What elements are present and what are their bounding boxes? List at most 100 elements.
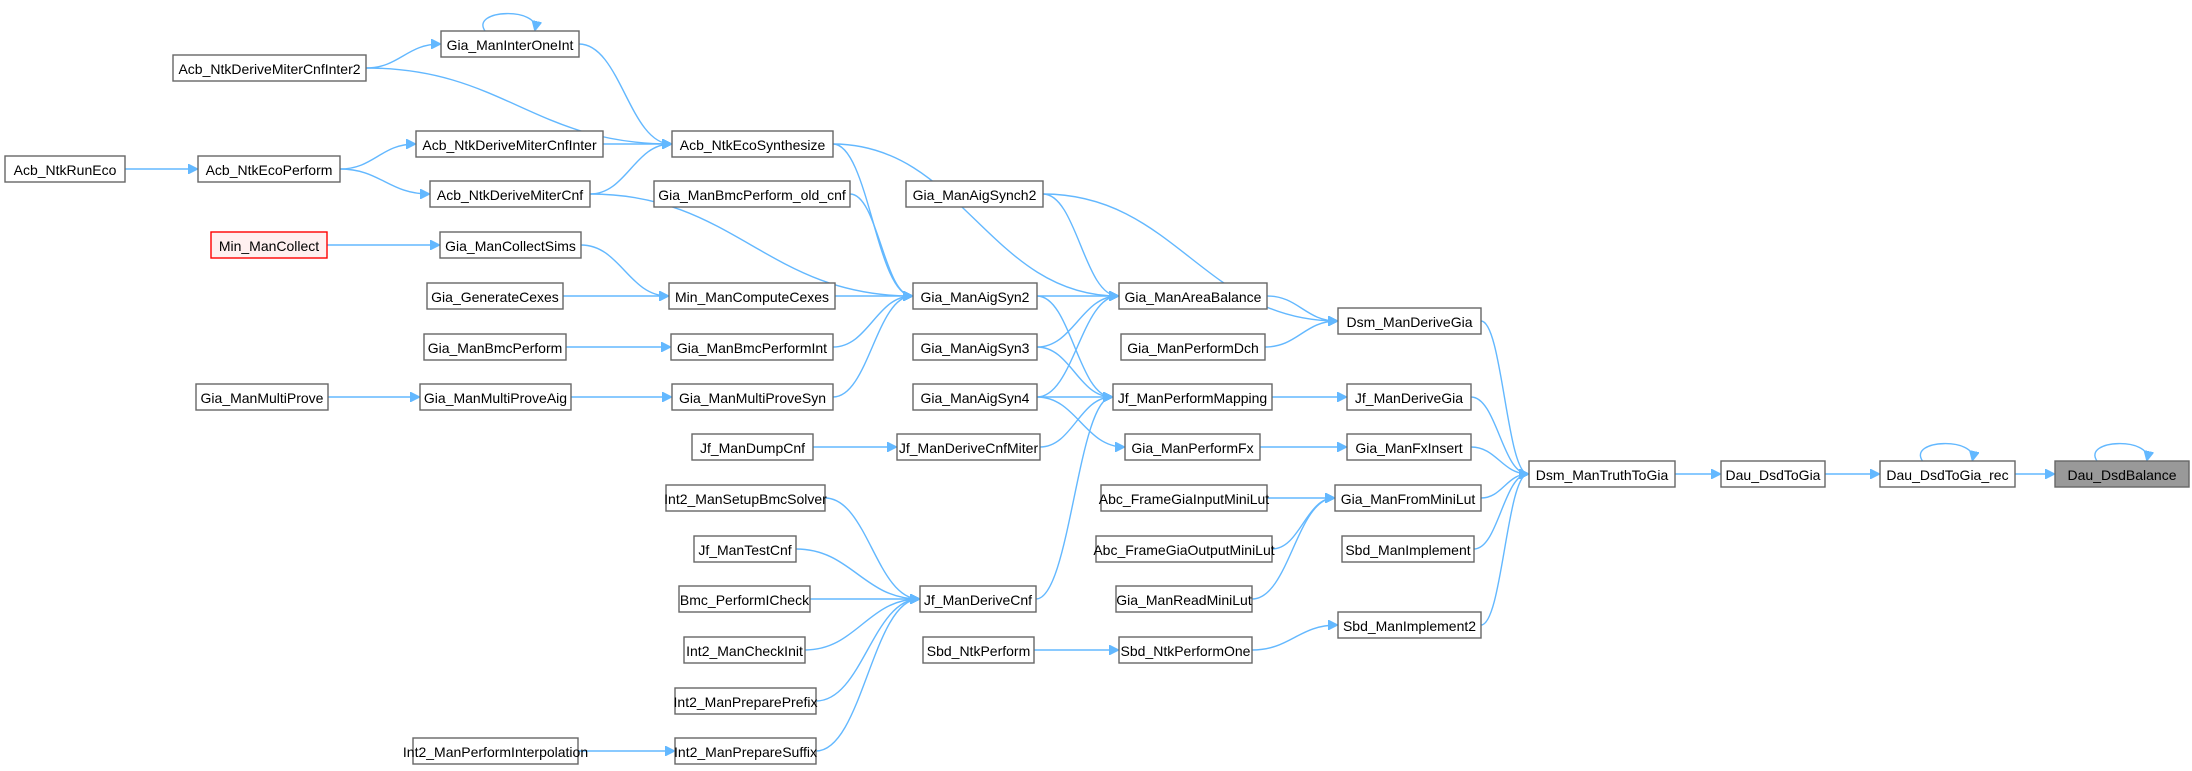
node-int2-man-prepare-prefix[interactable]: Int2_ManPreparePrefix [674,687,818,715]
node-gia-man-area-balance[interactable]: Gia_ManAreaBalance [1118,282,1268,310]
node-box[interactable] [419,383,572,411]
node-gia-man-multi-prove-syn[interactable]: Gia_ManMultiProveSyn [671,383,834,411]
node-box[interactable] [668,282,836,310]
node-box[interactable] [1120,333,1266,361]
node-box[interactable] [412,737,579,765]
node-box[interactable] [1337,307,1482,335]
node-box[interactable] [896,433,1041,461]
node-dsm-man-truth-to-gia[interactable]: Dsm_ManTruthToGia [1528,460,1676,488]
node-acb-ntk-derive-miter-cnf-inter[interactable]: Acb_NtkDeriveMiterCnfInter [415,130,604,158]
node-jf-man-derive-cnf-miter[interactable]: Jf_ManDeriveCnfMiter [896,433,1041,461]
node-box[interactable] [670,333,834,361]
node-box[interactable] [1124,433,1261,461]
node-gia-man-bmc-perform[interactable]: Gia_ManBmcPerform [423,333,567,361]
node-acb-ntk-eco-perform[interactable]: Acb_NtkEcoPerform [197,155,341,183]
node-box[interactable] [678,585,811,613]
node-acb-ntk-eco-synthesize[interactable]: Acb_NtkEcoSynthesize [671,130,834,158]
node-box[interactable] [912,383,1038,411]
node-box[interactable] [683,636,806,664]
node-box[interactable] [905,180,1044,208]
node-box[interactable] [1879,460,2016,488]
node-gia-man-multi-prove[interactable]: Gia_ManMultiProve [195,383,329,411]
node-gia-man-bmc-perform-int[interactable]: Gia_ManBmcPerformInt [670,333,834,361]
node-dsm-man-derive-gia[interactable]: Dsm_ManDeriveGia [1337,307,1482,335]
node-box[interactable] [426,282,564,310]
node-box[interactable] [671,383,834,411]
node-box[interactable] [440,30,580,58]
node-gia-man-aig-synch2[interactable]: Gia_ManAigSynch2 [905,180,1044,208]
node-box[interactable] [1112,383,1273,411]
node-acb-ntk-derive-miter-cnf-inter2[interactable]: Acb_NtkDeriveMiterCnfInter2 [172,54,367,82]
node-acb-ntk-derive-miter-cnf[interactable]: Acb_NtkDeriveMiterCnf [429,180,591,208]
node-sbd-ntk-perform-one[interactable]: Sbd_NtkPerformOne [1118,636,1253,664]
node-box[interactable] [1095,535,1273,563]
node-gia-man-bmc-perform-old-cnf[interactable]: Gia_ManBmcPerform_old_cnf [653,180,851,208]
node-int2-man-check-init[interactable]: Int2_ManCheckInit [683,636,806,664]
node-gia-man-aig-syn3[interactable]: Gia_ManAigSyn3 [912,333,1038,361]
node-box[interactable] [912,282,1038,310]
node-box[interactable] [1720,460,1826,488]
node-box[interactable] [1337,611,1482,639]
node-min-man-collect[interactable]: Min_ManCollect [210,231,328,259]
node-gia-man-read-mini-lut[interactable]: Gia_ManReadMiniLut [1115,585,1253,613]
node-bmc-perform-icheck[interactable]: Bmc_PerformICheck [678,585,811,613]
node-box[interactable] [429,180,591,208]
node-gia-man-inter-one-int[interactable]: Gia_ManInterOneInt [440,30,580,58]
node-box[interactable] [4,155,126,183]
node-sbd-ntk-perform[interactable]: Sbd_NtkPerform [922,636,1035,664]
node-box[interactable] [415,130,604,158]
node-box[interactable] [1115,585,1253,613]
node-box[interactable] [1341,535,1475,563]
node-box[interactable] [671,130,834,158]
node-box[interactable] [665,484,826,512]
node-box[interactable] [197,155,341,183]
node-gia-generate-cexes[interactable]: Gia_GenerateCexes [426,282,564,310]
node-int2-man-perform-interpolation[interactable]: Int2_ManPerformInterpolation [403,737,588,765]
node-box[interactable] [1334,484,1482,512]
node-box[interactable] [674,687,817,715]
node-box[interactable] [1528,460,1676,488]
node-box[interactable] [195,383,329,411]
node-acb-ntk-run-eco[interactable]: Acb_NtkRunEco [4,155,126,183]
node-box[interactable] [210,231,328,259]
node-box[interactable] [1346,433,1472,461]
node-gia-man-multi-prove-aig[interactable]: Gia_ManMultiProveAig [419,383,572,411]
node-box[interactable] [674,737,817,765]
node-int2-man-prepare-suffix[interactable]: Int2_ManPrepareSuffix [674,737,817,765]
node-gia-man-from-mini-lut[interactable]: Gia_ManFromMiniLut [1334,484,1482,512]
node-jf-man-derive-cnf[interactable]: Jf_ManDeriveCnf [919,585,1037,613]
node-dau-dsd-balance[interactable]: Dau_DsdBalance [2054,460,2190,488]
node-box[interactable] [1100,484,1268,512]
node-int2-man-setup-bmc-solver[interactable]: Int2_ManSetupBmcSolver [664,484,827,512]
node-box[interactable] [693,535,797,563]
node-box[interactable] [2054,460,2190,488]
node-gia-man-fx-insert[interactable]: Gia_ManFxInsert [1346,433,1472,461]
node-jf-man-test-cnf[interactable]: Jf_ManTestCnf [693,535,797,563]
node-box[interactable] [912,333,1038,361]
node-abc-frame-gia-output-mini-lut[interactable]: Abc_FrameGiaOutputMiniLut [1093,535,1275,563]
node-gia-man-aig-syn2[interactable]: Gia_ManAigSyn2 [912,282,1038,310]
node-box[interactable] [439,231,582,259]
node-box[interactable] [1346,383,1472,411]
node-jf-man-perform-mapping[interactable]: Jf_ManPerformMapping [1112,383,1273,411]
node-dau-dsd-to-gia[interactable]: Dau_DsdToGia [1720,460,1826,488]
node-box[interactable] [691,433,814,461]
node-dau-dsd-to-gia-rec[interactable]: Dau_DsdToGia_rec [1879,460,2016,488]
node-sbd-man-implement2[interactable]: Sbd_ManImplement2 [1337,611,1482,639]
node-box[interactable] [653,180,851,208]
node-gia-man-aig-syn4[interactable]: Gia_ManAigSyn4 [912,383,1038,411]
node-jf-man-dump-cnf[interactable]: Jf_ManDumpCnf [691,433,814,461]
node-box[interactable] [1118,282,1268,310]
node-jf-man-derive-gia[interactable]: Jf_ManDeriveGia [1346,383,1472,411]
node-gia-man-collect-sims[interactable]: Gia_ManCollectSims [439,231,582,259]
node-box[interactable] [922,636,1035,664]
node-box[interactable] [423,333,567,361]
node-gia-man-perform-fx[interactable]: Gia_ManPerformFx [1124,433,1261,461]
node-min-man-compute-cexes[interactable]: Min_ManComputeCexes [668,282,836,310]
node-box[interactable] [919,585,1037,613]
node-abc-frame-gia-input-mini-lut[interactable]: Abc_FrameGiaInputMiniLut [1099,484,1270,512]
node-gia-man-perform-dch[interactable]: Gia_ManPerformDch [1120,333,1266,361]
node-sbd-man-implement[interactable]: Sbd_ManImplement [1341,535,1475,563]
node-box[interactable] [1118,636,1253,664]
node-box[interactable] [172,54,367,82]
